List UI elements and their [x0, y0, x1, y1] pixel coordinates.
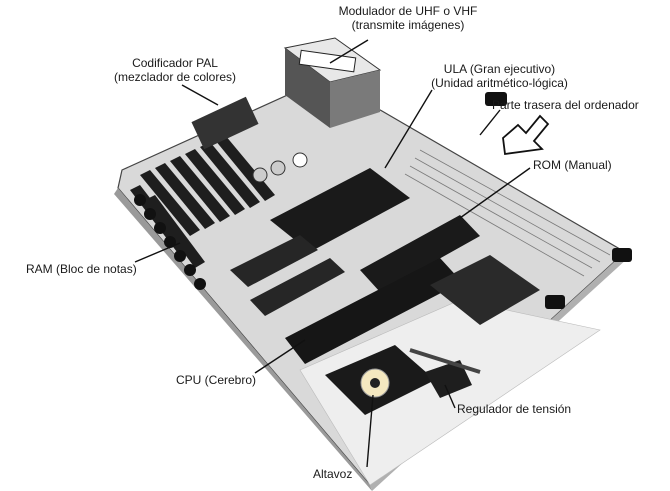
label-codificador-line2: (mezclador de colores): [90, 70, 260, 84]
label-ula-line1: ULA (Gran ejecutivo): [412, 62, 587, 76]
label-ula: ULA (Gran ejecutivo) (Unidad aritmético-…: [412, 62, 587, 90]
leader-codificador: [182, 85, 218, 105]
label-ula-line2: (Unidad aritmético-lógica): [412, 76, 587, 90]
label-codificador: Codificador PAL (mezclador de colores): [90, 56, 260, 84]
label-codificador-line1: Codificador PAL: [90, 56, 260, 70]
label-modulador-line2: (transmite imágenes): [318, 18, 498, 32]
label-rom: ROM (Manual): [533, 158, 612, 172]
leader-trasera: [480, 110, 500, 135]
label-altavoz: Altavoz: [313, 467, 352, 481]
label-regulador: Regulador de tensión: [457, 402, 571, 416]
rear-direction-arrow: [503, 116, 548, 154]
label-trasera: Parte trasera del ordenador: [492, 98, 639, 112]
label-modulador-line1: Modulador de UHF o VHF: [318, 4, 498, 18]
label-ram: RAM (Bloc de notas): [26, 262, 137, 276]
label-cpu: CPU (Cerebro): [176, 373, 256, 387]
label-modulador: Modulador de UHF o VHF (transmite imágen…: [318, 4, 498, 32]
